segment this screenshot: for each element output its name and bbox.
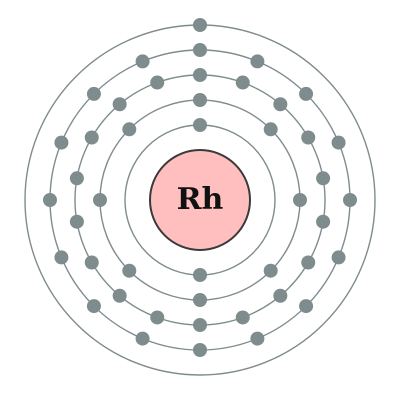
electron — [54, 250, 69, 265]
electron — [93, 193, 107, 207]
electron — [235, 75, 250, 90]
electron — [193, 43, 207, 57]
nucleus — [149, 149, 251, 251]
electron — [112, 97, 127, 112]
electron — [112, 288, 127, 303]
electron — [193, 68, 207, 82]
element-symbol: Rh — [177, 182, 224, 217]
electron — [250, 331, 265, 346]
electron — [273, 288, 288, 303]
electron — [316, 171, 331, 186]
electron — [69, 214, 84, 229]
electron — [331, 250, 346, 265]
electron — [86, 299, 101, 314]
electron — [301, 255, 316, 270]
electron — [263, 263, 278, 278]
electrons — [43, 18, 357, 357]
electron — [193, 93, 207, 107]
electron — [299, 86, 314, 101]
electron — [235, 310, 250, 325]
electron — [193, 18, 207, 32]
electron — [193, 318, 207, 332]
electron — [150, 75, 165, 90]
electron — [343, 193, 357, 207]
electron — [135, 331, 150, 346]
electron — [331, 135, 346, 150]
electron — [193, 343, 207, 357]
electron — [84, 255, 99, 270]
electron — [193, 118, 207, 132]
electron — [316, 214, 331, 229]
electron — [135, 54, 150, 69]
electron — [122, 263, 137, 278]
electron — [250, 54, 265, 69]
electron — [263, 122, 278, 137]
electron — [273, 97, 288, 112]
electron — [54, 135, 69, 150]
electron — [193, 293, 207, 307]
electron — [84, 130, 99, 145]
electron — [86, 86, 101, 101]
electron — [122, 122, 137, 137]
electron — [150, 310, 165, 325]
electron — [69, 171, 84, 186]
electron — [301, 130, 316, 145]
electron — [299, 299, 314, 314]
electron — [193, 268, 207, 282]
electron — [43, 193, 57, 207]
electron — [293, 193, 307, 207]
